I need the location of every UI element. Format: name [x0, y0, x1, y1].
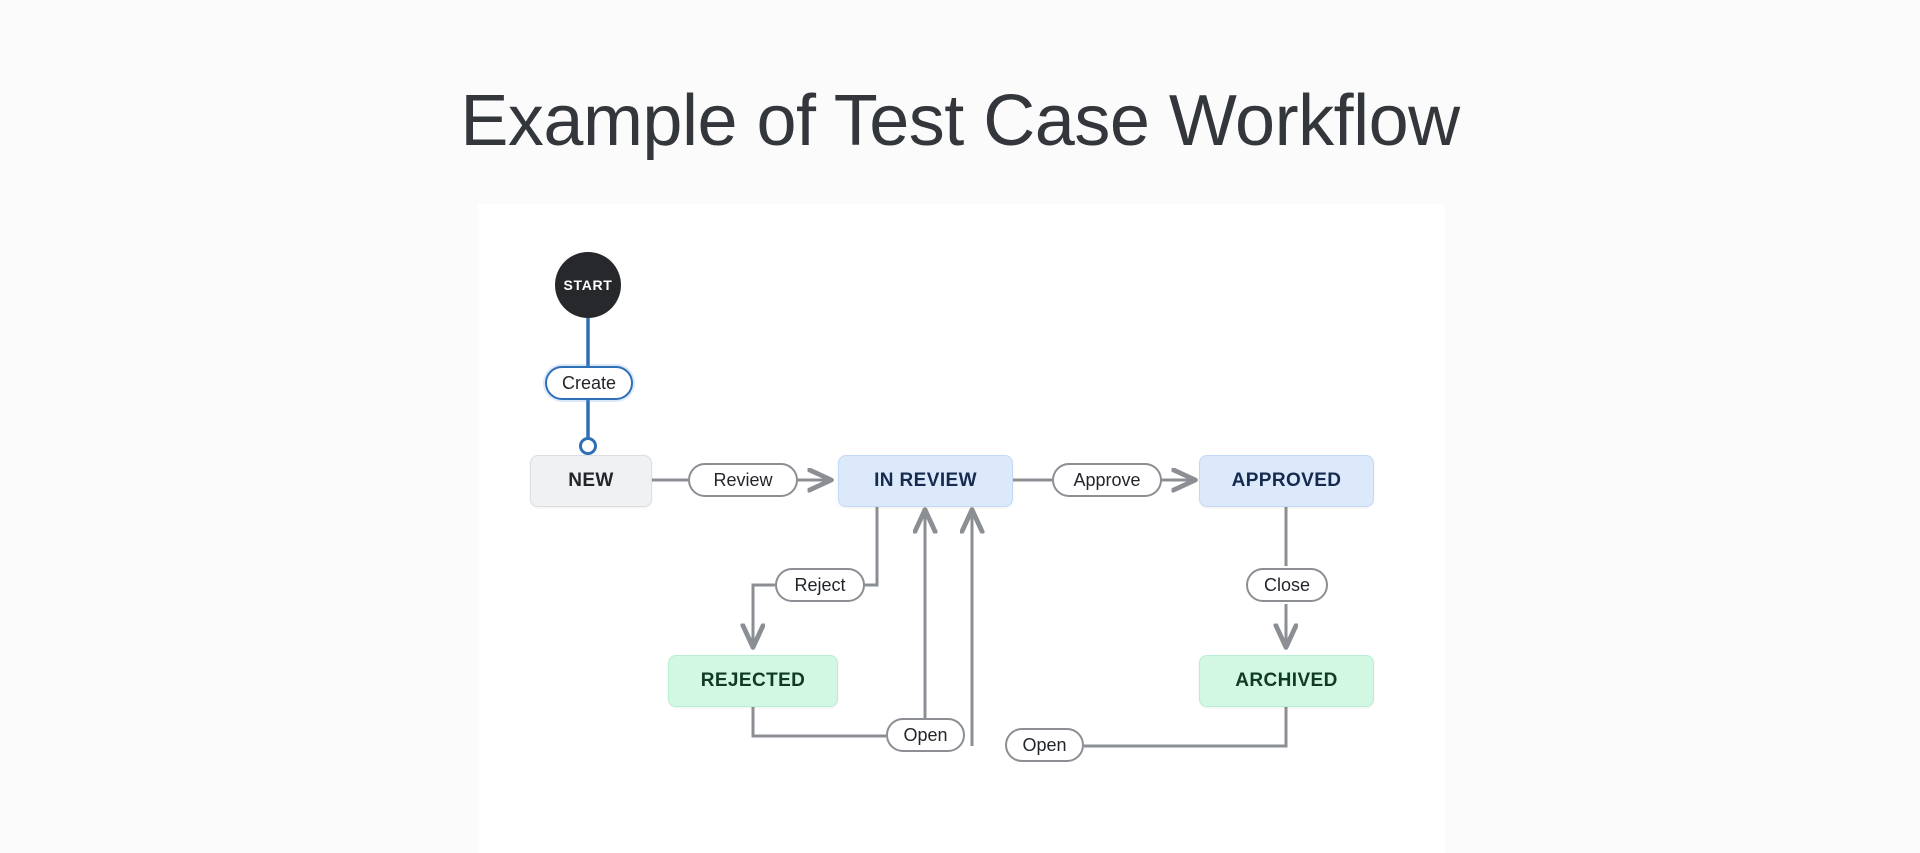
node-start[interactable]: START: [555, 252, 621, 318]
node-start-label: START: [563, 277, 613, 293]
transition-close[interactable]: Close: [1246, 568, 1328, 602]
node-rejected[interactable]: REJECTED: [668, 655, 838, 707]
node-archived-label: ARCHIVED: [1235, 670, 1338, 691]
node-new-label: NEW: [568, 470, 614, 491]
transition-review-label: Review: [713, 469, 773, 490]
node-archived[interactable]: ARCHIVED: [1199, 655, 1374, 707]
transition-close-label: Close: [1263, 574, 1311, 595]
diagram-canvas[interactable]: [478, 204, 1445, 853]
node-in-review-label: IN REVIEW: [874, 470, 977, 491]
transition-open-right-label: Open: [1022, 734, 1067, 755]
transition-create-label: Create: [561, 372, 617, 393]
transition-reject-label: Reject: [794, 574, 846, 595]
transition-open-left-label: Open: [903, 724, 948, 745]
transition-open-right[interactable]: Open: [1005, 728, 1084, 762]
transition-create[interactable]: Create: [545, 366, 633, 400]
node-new[interactable]: NEW: [530, 455, 652, 507]
node-rejected-label: REJECTED: [700, 670, 806, 691]
transition-open-left[interactable]: Open: [886, 718, 965, 752]
transition-reject[interactable]: Reject: [775, 568, 865, 602]
transition-approve[interactable]: Approve: [1052, 463, 1162, 497]
node-approved[interactable]: APPROVED: [1199, 455, 1374, 507]
page-title: Example of Test Case Workflow: [460, 81, 1460, 161]
node-approved-label: APPROVED: [1231, 470, 1342, 491]
transition-approve-label: Approve: [1073, 469, 1141, 490]
transition-review[interactable]: Review: [688, 463, 798, 497]
node-in-review[interactable]: IN REVIEW: [838, 455, 1013, 507]
